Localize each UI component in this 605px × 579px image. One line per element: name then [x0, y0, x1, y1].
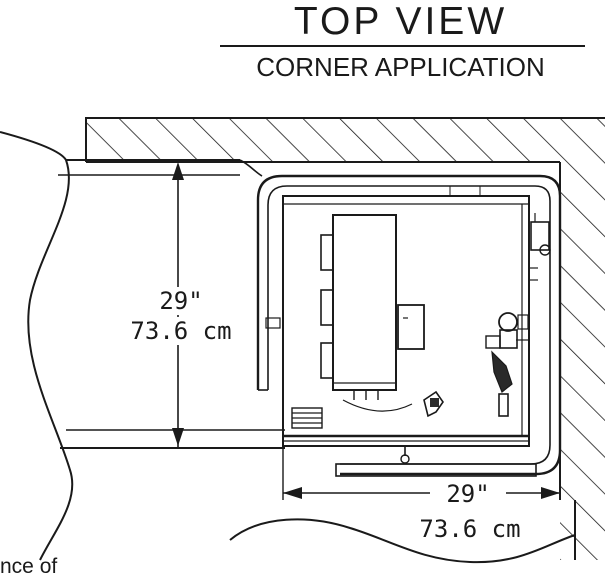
caption-fragment: nce of [0, 555, 58, 578]
title-underline [220, 45, 585, 47]
depth-dimension-inches: 29" [128, 287, 234, 315]
unit-frame [265, 185, 530, 447]
side-wall [559, 162, 605, 560]
adjacent-counter [0, 131, 285, 561]
front-break-line [229, 518, 576, 564]
back-wall [85, 117, 605, 163]
compressor-block [320, 214, 397, 400]
fan [342, 390, 444, 418]
width-dimension-cm: 73.6 cm [419, 515, 521, 543]
valve-assembly [485, 312, 529, 417]
hinge-bracket [530, 213, 551, 281]
control-box [397, 304, 425, 350]
width-dimension-inches: 29" [430, 480, 506, 508]
width-dimension-line [282, 448, 560, 500]
coil-stack [291, 407, 323, 429]
unit-housing [256, 174, 562, 477]
page-title: TOP VIEW [293, 0, 508, 43]
depth-dimension-cm: 73.6 cm [112, 317, 250, 345]
drain-fitting [400, 446, 410, 464]
page-subtitle: CORNER APPLICATION [256, 52, 545, 82]
